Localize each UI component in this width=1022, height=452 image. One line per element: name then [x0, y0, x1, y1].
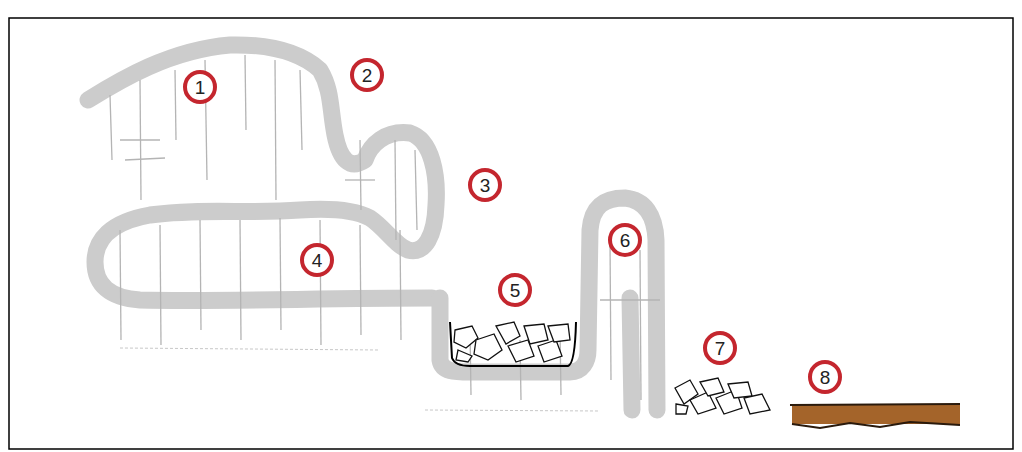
frame — [9, 18, 1013, 449]
cave-walls — [88, 45, 657, 410]
callout-number: 2 — [350, 58, 384, 92]
callout-number: 1 — [183, 70, 217, 104]
rubble — [454, 322, 770, 414]
pit-and-arch — [440, 198, 657, 410]
callout-number: 7 — [703, 331, 737, 365]
rock-texture — [110, 55, 660, 400]
arch-inner-wall — [630, 298, 632, 410]
callout-number: 5 — [498, 273, 532, 307]
pit-fill-outline — [450, 322, 576, 366]
callout-number: 6 — [608, 223, 642, 257]
upper-passage — [88, 45, 436, 301]
callout-number: 3 — [468, 168, 502, 202]
callout-number: 8 — [808, 360, 842, 394]
callout-number: 4 — [300, 243, 334, 277]
soil-layer — [790, 404, 960, 428]
